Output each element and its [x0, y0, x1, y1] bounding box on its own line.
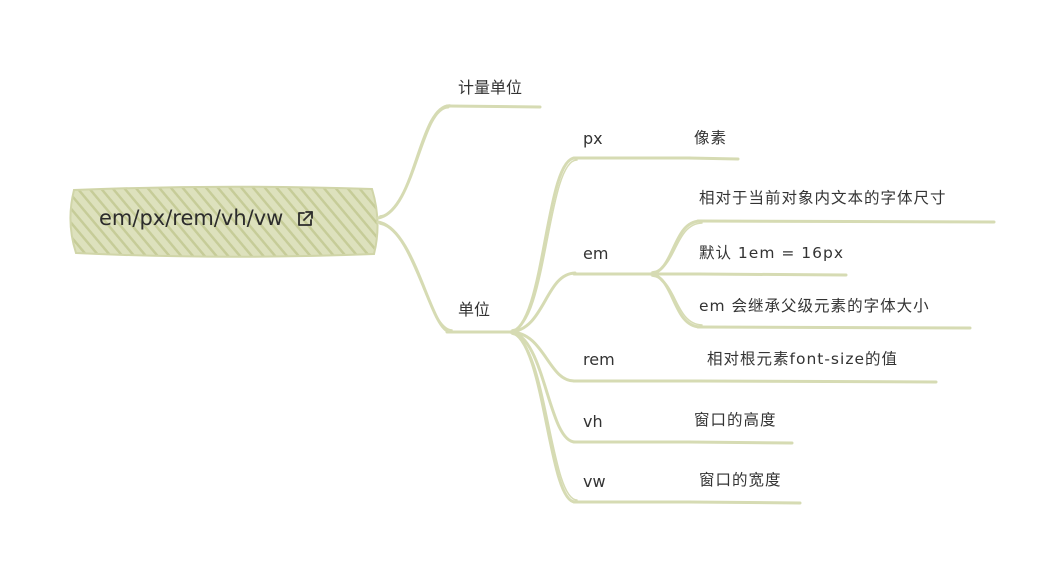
- detail-underlines: [696, 219, 996, 330]
- detail-vh-window-height[interactable]: 窗口的高度: [694, 411, 777, 429]
- unit-vw[interactable]: vw: [583, 472, 606, 491]
- detail-vw-window-width[interactable]: 窗口的宽度: [699, 471, 782, 489]
- root-node[interactable]: em/px/rem/vh/vw: [99, 208, 315, 229]
- external-link-icon[interactable]: [295, 209, 315, 229]
- connectors-level3: [648, 156, 938, 505]
- detail-em-inherit[interactable]: em 会继承父级元素的字体大小: [699, 297, 930, 315]
- unit-em[interactable]: em: [583, 244, 609, 263]
- branch-measurement-units[interactable]: 计量单位: [458, 78, 523, 97]
- branch-underlines: [445, 104, 542, 334]
- unit-rem[interactable]: rem: [583, 350, 615, 369]
- unit-vh[interactable]: vh: [583, 412, 603, 431]
- connectors-level2: [508, 156, 578, 504]
- unit-px[interactable]: px: [583, 129, 603, 148]
- detail-px-pixel[interactable]: 像素: [694, 129, 728, 147]
- detail-rem-root-font-size[interactable]: 相对根元素font-size的值: [707, 350, 898, 368]
- branch-units[interactable]: 单位: [458, 300, 491, 319]
- connectors-level1: [376, 104, 453, 334]
- root-node-label: em/px/rem/vh/vw: [99, 206, 284, 230]
- root-node-shape: [69, 185, 379, 258]
- unit-underlines: [572, 156, 702, 504]
- detail-em-relative-font[interactable]: 相对于当前对象内文本的字体尺寸: [699, 189, 947, 207]
- detail-em-default[interactable]: 默认 1em = 16px: [699, 244, 844, 262]
